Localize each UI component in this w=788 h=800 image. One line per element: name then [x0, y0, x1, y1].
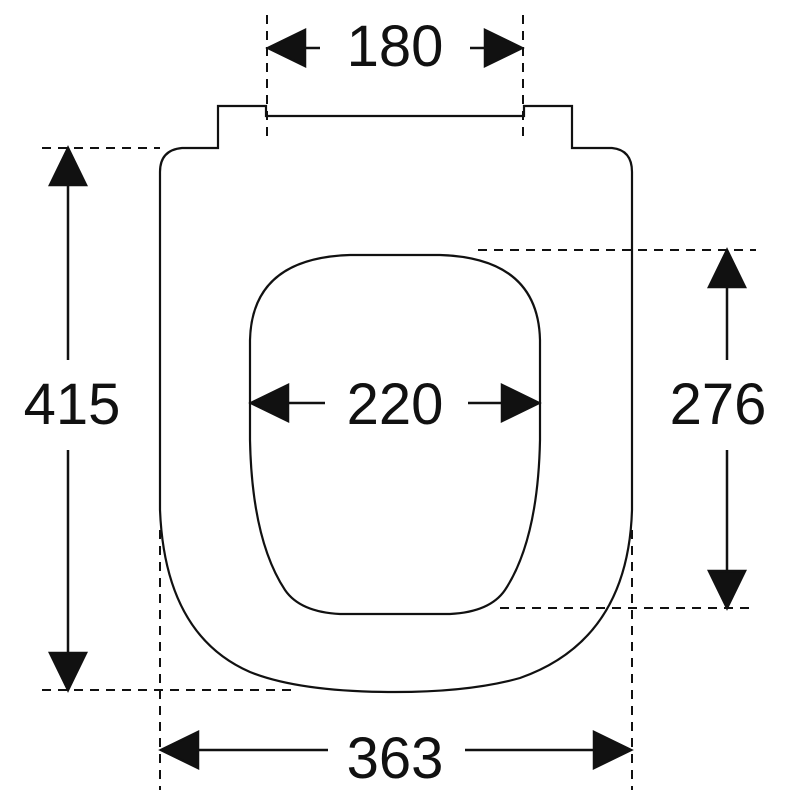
arrow-415-top: [48, 145, 88, 187]
seat-opening: [248, 253, 542, 616]
arrow-180-left: [265, 28, 307, 68]
dim-inner-length: 276: [670, 372, 767, 437]
dim-inner-width: 220: [347, 372, 444, 437]
arrow-363-right: [592, 730, 634, 770]
arrow-276-bottom: [707, 569, 747, 611]
arrow-220-left: [248, 383, 290, 423]
extension-lines: [42, 15, 756, 790]
arrow-363-left: [158, 730, 200, 770]
dim-overall-width: 363: [347, 726, 444, 791]
arrow-276-top: [707, 247, 747, 289]
arrow-220-right: [500, 383, 542, 423]
seat-outline: [158, 104, 634, 694]
dim-hinge-spacing: 180: [347, 14, 444, 79]
arrow-415-bottom: [48, 651, 88, 693]
dim-overall-length: 415: [24, 372, 121, 437]
arrow-180-right: [483, 28, 525, 68]
